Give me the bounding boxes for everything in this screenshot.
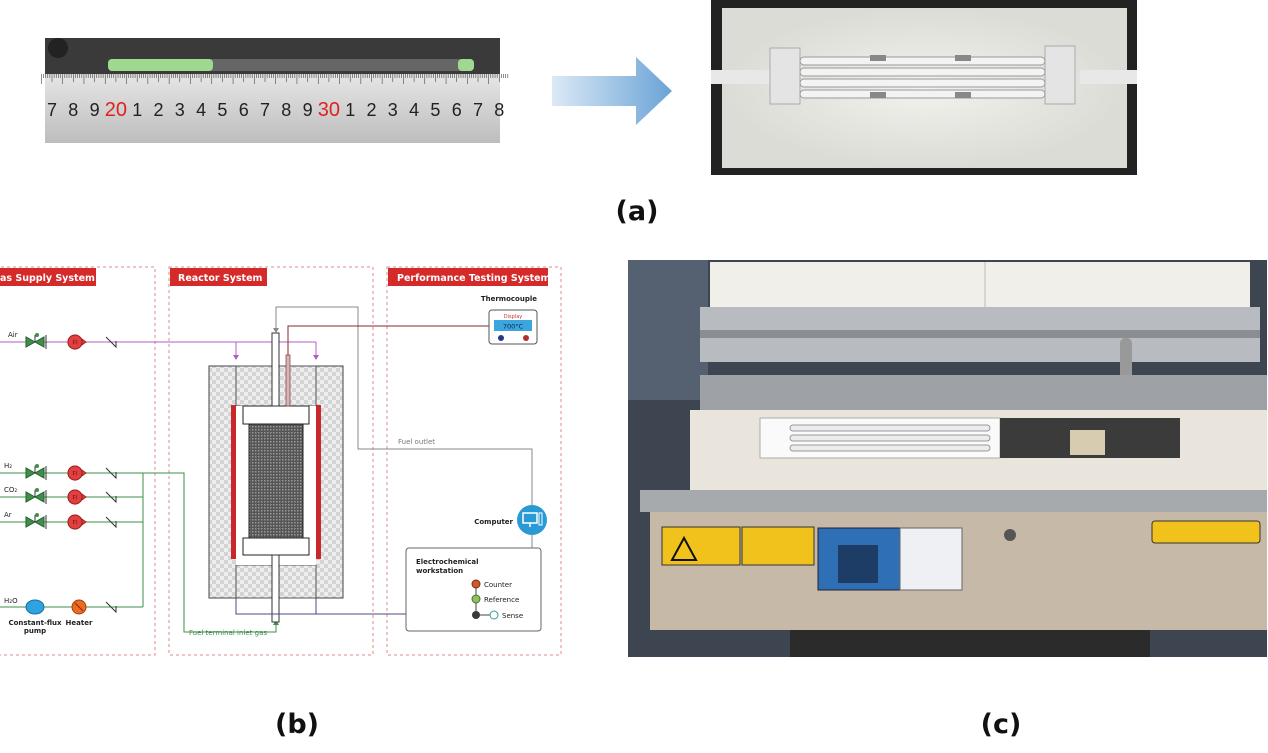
valve-handle — [35, 488, 39, 492]
warning-label-3 — [1151, 520, 1261, 544]
heater-label: Heater — [66, 619, 93, 627]
ruler-number: 6 — [239, 100, 249, 120]
flow-indicator-label: FI — [72, 495, 77, 502]
valve-handle — [35, 333, 39, 337]
ruler-number: 3 — [175, 100, 185, 120]
performance-section — [386, 266, 562, 656]
flow-indicator-circle — [67, 465, 83, 481]
gas-tube-top — [271, 332, 280, 407]
electrochemical-workstation — [405, 547, 542, 632]
flow-indicator-circle — [67, 514, 83, 530]
valve-handle — [35, 464, 39, 468]
workstation-label-2: workstation — [416, 567, 463, 575]
ruler-number: 4 — [196, 100, 206, 120]
ruler-ticks — [41, 74, 509, 84]
check-valve-icon — [105, 601, 117, 614]
pump-label: Constant-flux — [8, 619, 62, 627]
ruler-number: 2 — [366, 100, 376, 120]
gas-tube-bottom — [271, 554, 280, 623]
air-label: Air — [8, 331, 18, 339]
h2-label: H₂ — [4, 462, 12, 470]
reactor-header: Reactor System — [178, 273, 263, 284]
sense-electrode-icon — [489, 610, 499, 620]
performance-header: Performance Testing System — [397, 273, 551, 284]
ruler-number: 9 — [303, 100, 313, 120]
valve-handle — [35, 513, 39, 517]
warning-label — [661, 526, 741, 566]
display-label: Display — [504, 314, 522, 320]
pump-label-2: pump — [24, 627, 46, 635]
workstation-label: Electrochemical — [416, 558, 479, 566]
ruler-number: 8 — [68, 100, 78, 120]
ruler-number: 6 — [452, 100, 462, 120]
heater-element-right — [316, 405, 321, 559]
tube-furnace-photo — [628, 260, 1267, 657]
ar-label: Ar — [4, 511, 12, 519]
ruler-number: 5 — [430, 100, 440, 120]
warning-label-2 — [741, 526, 815, 566]
check-valve-icon — [105, 516, 117, 529]
top-cap — [242, 405, 310, 425]
test-system-diagram: as Supply System Reactor System Performa… — [0, 266, 562, 656]
ruler-number: 8 — [494, 100, 504, 120]
co2-label: CO₂ — [4, 486, 17, 494]
cell-core — [248, 423, 304, 539]
computer-label: Computer — [474, 518, 513, 526]
ruler-number: 7 — [473, 100, 483, 120]
heater-element-left — [231, 405, 236, 559]
ruler-number: 5 — [217, 100, 227, 120]
ruler-number: 7 — [260, 100, 270, 120]
reference-label: Reference — [484, 596, 519, 604]
flow-indicator-circle — [67, 334, 83, 350]
thermocouple-label: Thermocouple — [481, 295, 537, 303]
counter-label: Counter — [484, 581, 512, 589]
ruler-number: 1 — [345, 100, 355, 120]
ruler-number: 8 — [281, 100, 291, 120]
flow-indicator-circle — [67, 489, 83, 505]
flow-indicator-label: FI — [72, 520, 77, 527]
pump-icon — [25, 599, 45, 615]
ruler-number: 30 — [318, 99, 340, 121]
reference-electrode-icon — [471, 594, 481, 604]
thermocouple-rod — [285, 354, 291, 407]
ruler-number: 3 — [388, 100, 398, 120]
h2o-label: H₂O — [4, 597, 18, 605]
ruler-number: 9 — [90, 100, 100, 120]
fuel-inlet-label: Fuel terminal inlet gas — [189, 629, 267, 637]
ruler-number: 1 — [132, 100, 142, 120]
panel-label-c: (c) — [981, 709, 1022, 740]
sense-label: Sense — [502, 612, 523, 620]
arrow-right-icon — [552, 57, 672, 125]
check-valve-icon — [105, 491, 117, 504]
ruler-number: 20 — [105, 99, 127, 121]
ruler-number: 4 — [409, 100, 419, 120]
junction-icon — [472, 611, 480, 619]
panel-label-a: (a) — [616, 196, 659, 227]
check-valve-icon — [105, 336, 117, 349]
gas-supply-section — [0, 266, 156, 656]
assembled-cell-photo — [711, 0, 1137, 175]
flow-indicator-label: FI — [72, 471, 77, 478]
ruler-number: 7 — [47, 100, 57, 120]
check-valve-icon — [105, 467, 117, 480]
reactor-section — [168, 266, 374, 656]
fuel-outlet-label: Fuel outlet — [398, 438, 435, 446]
panel-label-b: (b) — [275, 709, 319, 740]
gear-shape — [48, 38, 68, 58]
bottom-cap — [242, 537, 310, 556]
gas-supply-header: as Supply System — [0, 273, 95, 284]
ruler-number: 2 — [153, 100, 163, 120]
temperature-readout: 700°C — [503, 323, 524, 331]
counter-electrode-icon — [471, 579, 481, 589]
flow-indicator-label: FI — [72, 340, 77, 347]
